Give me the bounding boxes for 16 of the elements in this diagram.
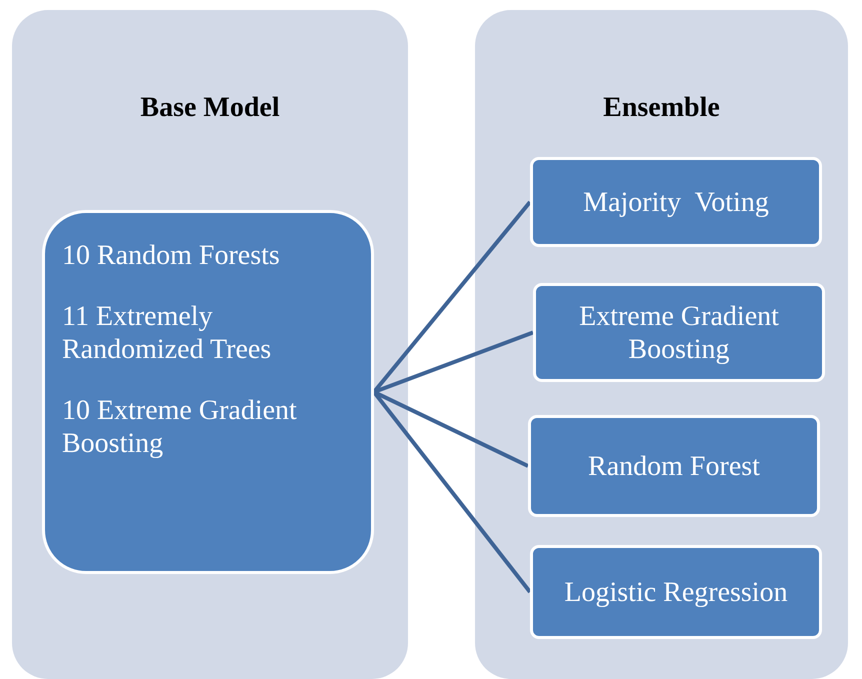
box-label: Random Forest (588, 450, 760, 482)
process-box (530, 545, 822, 639)
box-label: 10 Random Forests (62, 239, 281, 272)
process-box (530, 157, 822, 247)
group-panel (475, 10, 848, 679)
process-box (42, 210, 374, 574)
box-label: Logistic Regression (564, 576, 788, 608)
box-label: 11 Extremely Randomized Trees (62, 300, 272, 366)
box-label: 10 Extreme Gradient Boosting (62, 394, 298, 460)
box-label: Extreme Gradient Boosting (578, 300, 780, 366)
panel-heading: Base Model (139, 92, 281, 124)
process-box (533, 283, 825, 382)
process-box (528, 415, 820, 517)
panel-heading: Ensemble (602, 92, 721, 124)
group-panel (12, 10, 408, 679)
box-label: Majority Voting (583, 186, 769, 218)
